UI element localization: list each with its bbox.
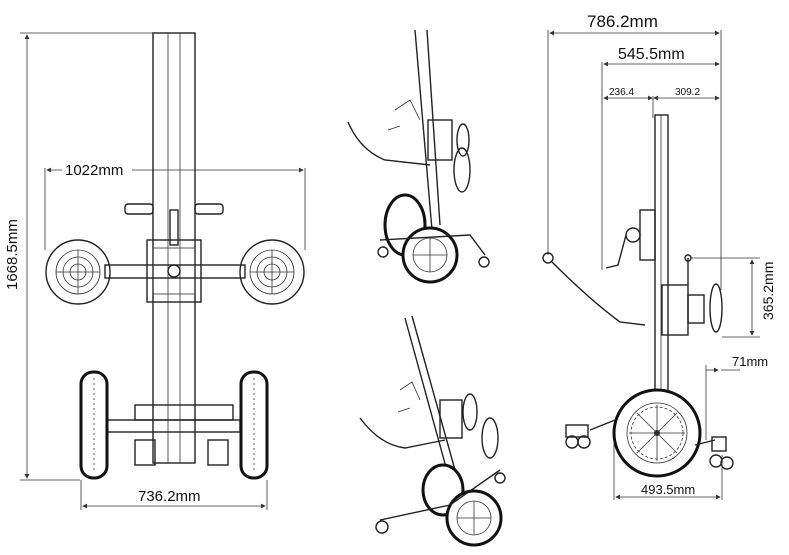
front-view: 1668.5mm 1022mm xyxy=(4,32,306,510)
left-suction-cup xyxy=(45,239,111,305)
overall-length-label: 786.2mm xyxy=(587,12,658,31)
perspective-view-lower xyxy=(359,315,506,547)
right-suction-cup xyxy=(239,239,305,305)
front-segment-label: 309.2 xyxy=(675,87,700,98)
side-view: 786.2mm 545.5mm 236.4 309.2 365.2mm xyxy=(542,12,776,500)
mast-to-front-label: 545.5mm xyxy=(618,46,685,63)
wheelbase-label: 493.5mm xyxy=(641,482,695,497)
rear-segment-label: 236.4 xyxy=(609,87,634,98)
cup-offset-label: 71mm xyxy=(732,354,768,369)
cup-height-label: 365.2mm xyxy=(760,262,776,320)
wheel-track-width-label: 736.2mm xyxy=(138,488,201,505)
perspective-view-upper xyxy=(347,29,490,284)
cup-span-width-label: 1022mm xyxy=(65,162,123,179)
overall-height-label: 1668.5mm xyxy=(4,219,21,290)
